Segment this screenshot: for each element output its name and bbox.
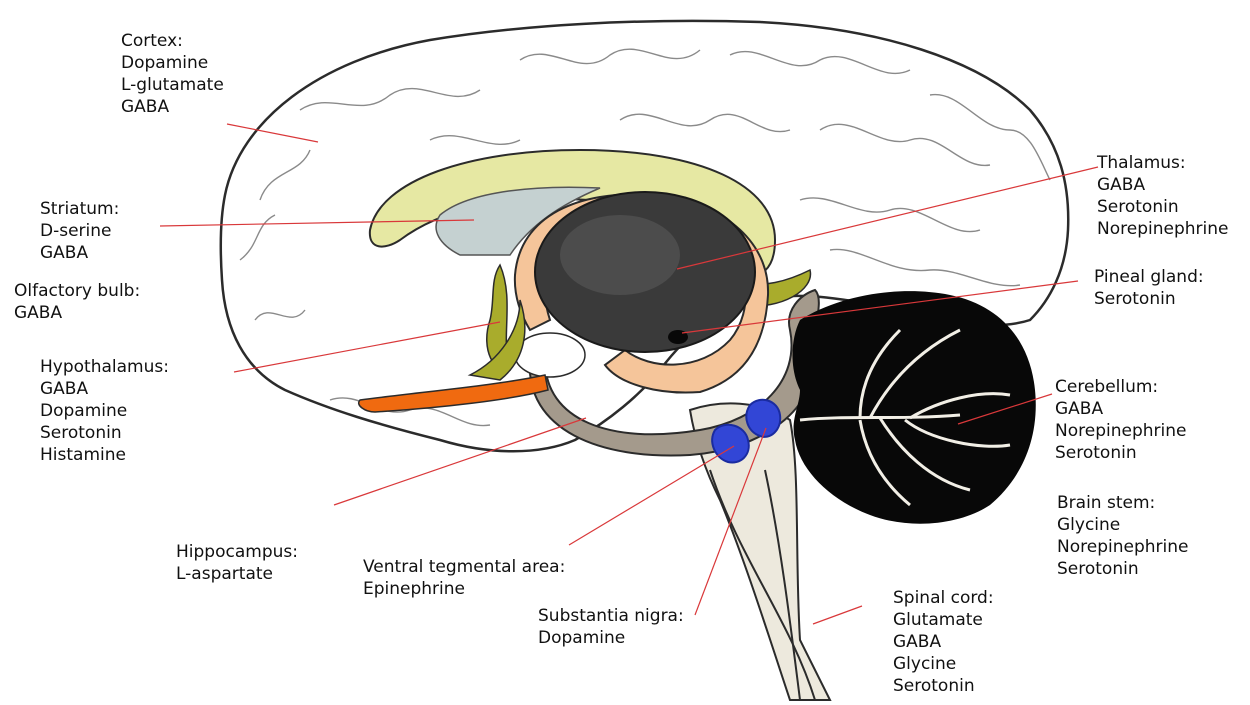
brainstem-title: Brain stem: bbox=[1057, 492, 1188, 514]
striatum-title: Striatum: bbox=[40, 198, 119, 220]
pineal-title: Pineal gland: bbox=[1094, 266, 1204, 288]
hippocampus-item: L-aspartate bbox=[176, 563, 298, 585]
cortex-item: Dopamine bbox=[121, 52, 224, 74]
thalamus-item: Norepinephrine bbox=[1097, 218, 1228, 240]
label-brain-stem: Brain stem: Glycine Norepinephrine Serot… bbox=[1057, 492, 1188, 580]
cerebellum bbox=[793, 291, 1036, 524]
cortex-item: L-glutamate bbox=[121, 74, 224, 96]
label-hippocampus: Hippocampus: L-aspartate bbox=[176, 541, 298, 585]
vta-title: Ventral tegmental area: bbox=[363, 556, 565, 578]
label-spinal-cord: Spinal cord: Glutamate GABA Glycine Sero… bbox=[893, 587, 994, 697]
cortex-item: GABA bbox=[121, 96, 224, 118]
thalamus-title: Thalamus: bbox=[1097, 152, 1228, 174]
substantia-title: Substantia nigra: bbox=[538, 605, 684, 627]
label-olfactory-bulb: Olfactory bulb: GABA bbox=[14, 280, 140, 324]
cerebellum-title: Cerebellum: bbox=[1055, 376, 1186, 398]
label-thalamus: Thalamus: GABA Serotonin Norepinephrine bbox=[1097, 152, 1228, 240]
cerebellum-item: Serotonin bbox=[1055, 442, 1186, 464]
hypothalamus-item: Serotonin bbox=[40, 422, 169, 444]
leader-spinal bbox=[813, 606, 862, 624]
cerebellum-item: GABA bbox=[1055, 398, 1186, 420]
label-cerebellum: Cerebellum: GABA Norepinephrine Serotoni… bbox=[1055, 376, 1186, 464]
spinal-title: Spinal cord: bbox=[893, 587, 994, 609]
striatum-item: D-serine bbox=[40, 220, 119, 242]
spinal-item: GABA bbox=[893, 631, 994, 653]
hypothalamus-item: Dopamine bbox=[40, 400, 169, 422]
thalamus-item: GABA bbox=[1097, 174, 1228, 196]
striatum-item: GABA bbox=[40, 242, 119, 264]
thalamus-item: Serotonin bbox=[1097, 196, 1228, 218]
olfactory-item: GABA bbox=[14, 302, 140, 324]
label-striatum: Striatum: D-serine GABA bbox=[40, 198, 119, 264]
vta-item: Epinephrine bbox=[363, 578, 565, 600]
label-pineal-gland: Pineal gland: Serotonin bbox=[1094, 266, 1204, 310]
spinal-item: Serotonin bbox=[893, 675, 994, 697]
spinal-item: Glycine bbox=[893, 653, 994, 675]
label-substantia-nigra: Substantia nigra: Dopamine bbox=[538, 605, 684, 649]
hypothalamus-item: GABA bbox=[40, 378, 169, 400]
hypothalamus-title: Hypothalamus: bbox=[40, 356, 169, 378]
pineal-item: Serotonin bbox=[1094, 288, 1204, 310]
spinal-item: Glutamate bbox=[893, 609, 994, 631]
label-hypothalamus: Hypothalamus: GABA Dopamine Serotonin Hi… bbox=[40, 356, 169, 466]
hippocampus-title: Hippocampus: bbox=[176, 541, 298, 563]
olfactory-title: Olfactory bulb: bbox=[14, 280, 140, 302]
brainstem-item: Serotonin bbox=[1057, 558, 1188, 580]
cerebellum-item: Norepinephrine bbox=[1055, 420, 1186, 442]
substantia-item: Dopamine bbox=[538, 627, 684, 649]
label-cortex: Cortex: Dopamine L-glutamate GABA bbox=[121, 30, 224, 118]
hypothalamus-region bbox=[515, 333, 585, 377]
hypothalamus-item: Histamine bbox=[40, 444, 169, 466]
cortex-title: Cortex: bbox=[121, 30, 224, 52]
thalamus-core-highlight bbox=[560, 215, 680, 295]
brainstem-item: Glycine bbox=[1057, 514, 1188, 536]
label-ventral-tegmental-area: Ventral tegmental area: Epinephrine bbox=[363, 556, 565, 600]
brainstem-item: Norepinephrine bbox=[1057, 536, 1188, 558]
leader-vta bbox=[569, 446, 734, 545]
substantia-nigra bbox=[746, 400, 780, 437]
